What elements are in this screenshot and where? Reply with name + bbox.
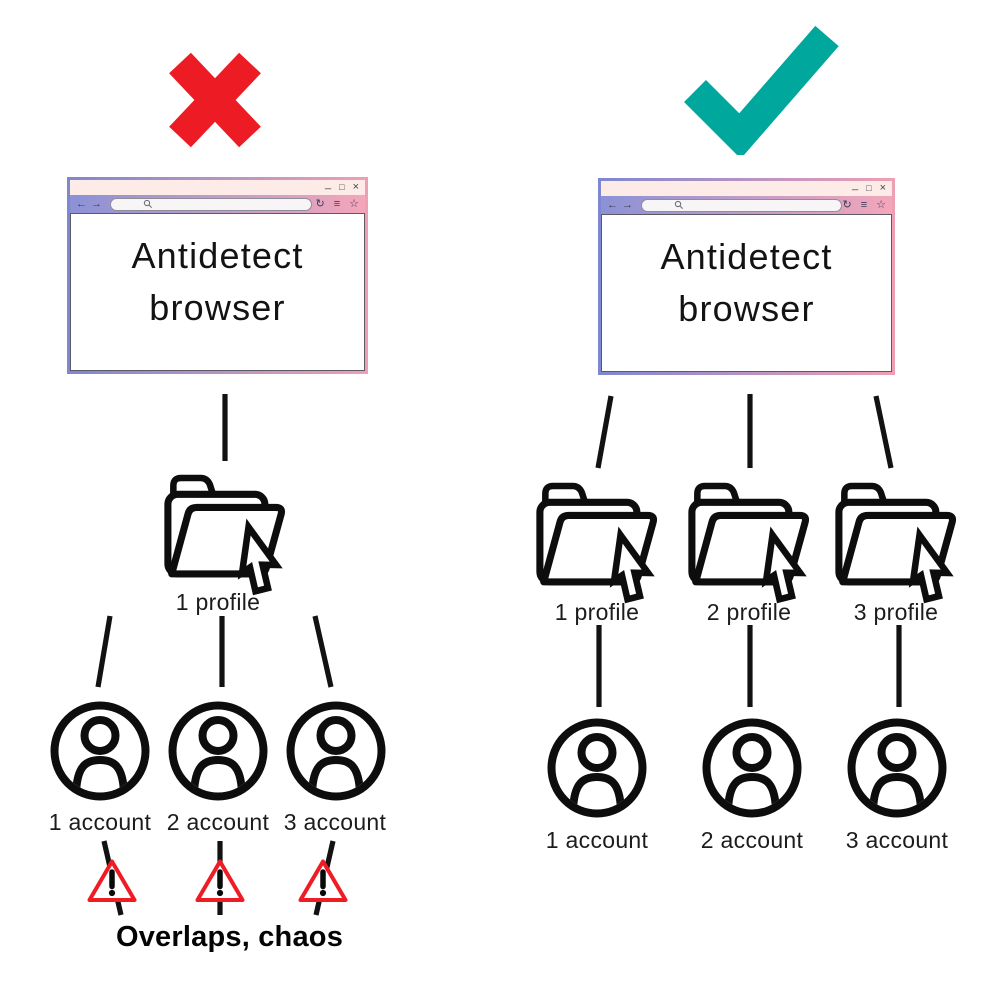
profile-label: 3 profile [853,599,939,625]
x-mark-icon [169,52,261,148]
account-label: 1 account [545,827,649,853]
star-icon: ☆ [876,199,886,211]
forward-icon: → [91,198,102,210]
account-label: 3 account [283,809,387,835]
refresh-icon: ↻ [842,199,852,211]
warning-icon [298,858,348,904]
check-mark-icon [684,25,839,155]
toolbar: ← → ↻ ≡ ☆ [70,195,365,213]
account-icon [168,701,268,801]
maximize-icon: □ [339,182,345,192]
maximize-icon: □ [866,183,872,193]
search-icon [674,200,683,209]
account-label: 1 account [48,809,152,835]
forward-icon: → [622,199,633,211]
close-icon: × [879,182,886,194]
connector-line [873,395,894,469]
connector-line [595,395,614,469]
browser-title-line1: Antidetect [660,236,833,277]
titlebar: _ □ × [601,179,892,196]
account-label: 3 account [845,827,949,853]
profile-label: 1 profile [554,599,640,625]
account-icon [547,718,647,818]
warning-icon [87,858,137,904]
connector-line [312,615,334,688]
account-icon [50,701,150,801]
star-icon: ☆ [349,198,359,210]
browser-title-line2: browser [678,288,815,329]
profile-label: 2 profile [706,599,792,625]
browser-title-line1: Antidetect [131,235,304,276]
browser-title-line2: browser [149,287,286,328]
titlebar: _ □ × [70,178,365,195]
address-bar [641,198,843,212]
toolbar: ← → ↻ ≡ ☆ [601,196,892,214]
minimize-icon: _ [852,179,859,191]
back-icon: ← [607,199,618,211]
account-icon [286,701,386,801]
account-icon [702,718,802,818]
search-icon [143,199,152,208]
account-label: 2 account [700,827,804,853]
back-icon: ← [76,198,87,210]
browser-window-right: _ □ × ← → ↻ ≡ ☆ Antidetect browser [598,178,895,375]
minimize-icon: _ [325,178,332,190]
profile-label: 1 profile [175,589,261,615]
warning-icon [195,858,245,904]
menu-icon: ≡ [860,199,868,211]
browser-title: Antidetect browser [70,213,365,371]
address-bar [110,197,312,211]
browser-window-left: _ □ × ← → ↻ ≡ ☆ Antidetect browser [67,177,368,374]
account-icon [847,718,947,818]
refresh-icon: ↻ [315,198,325,210]
close-icon: × [352,181,359,193]
account-label: 2 account [166,809,270,835]
menu-icon: ≡ [333,198,341,210]
caption: Overlaps, chaos [115,921,344,953]
browser-title: Antidetect browser [601,214,892,372]
connector-line [95,615,113,688]
